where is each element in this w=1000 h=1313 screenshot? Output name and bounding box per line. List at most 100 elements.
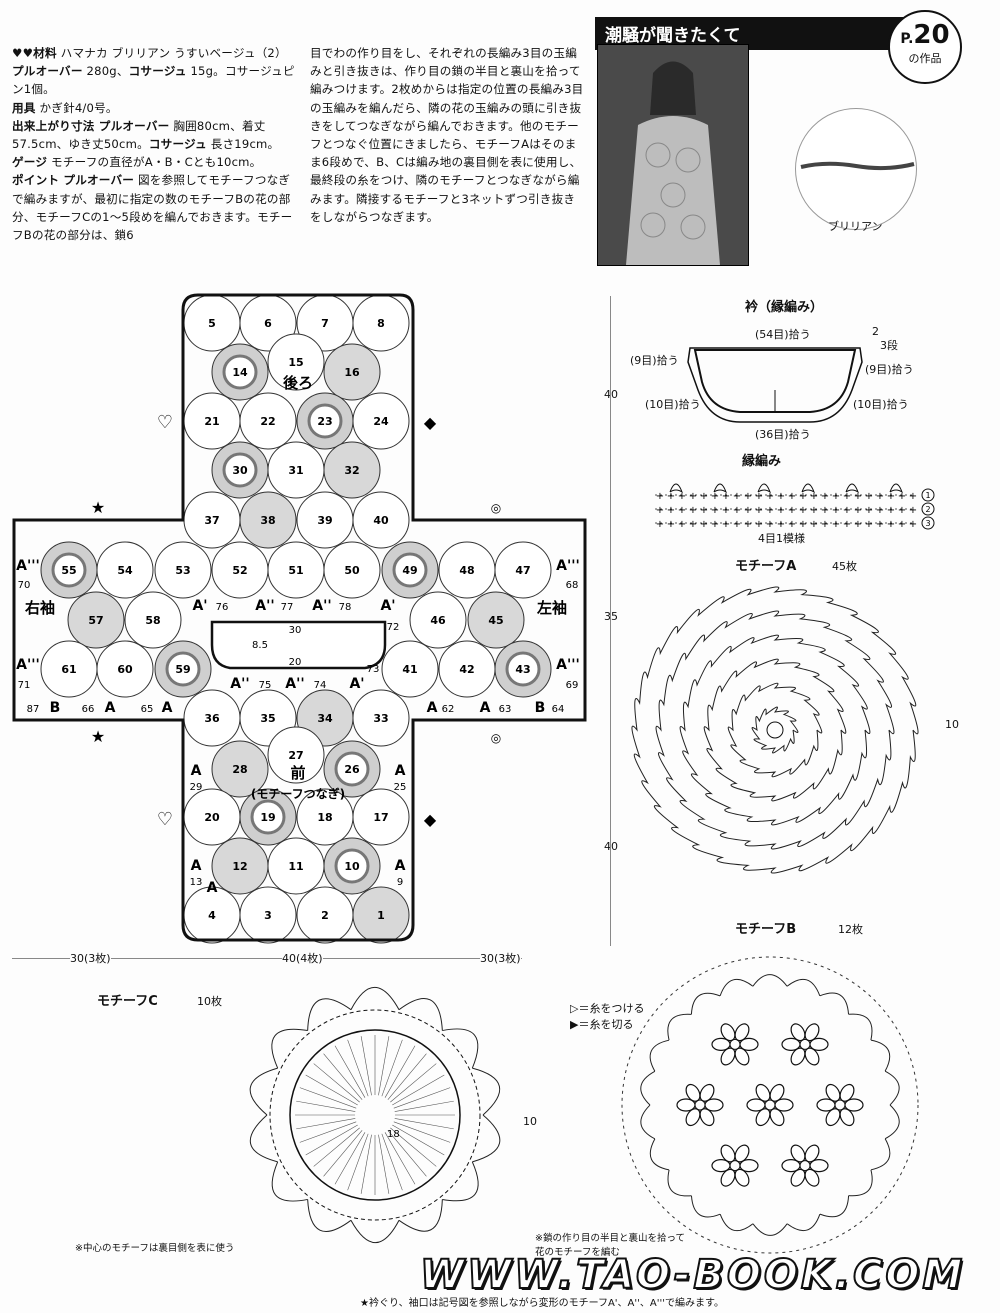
heart-symbol-bottom: ♡ (157, 809, 173, 830)
flower-center (764, 1099, 776, 1111)
back-label: 後ろ (282, 374, 313, 392)
motif-b-scallop (690, 992, 721, 1015)
motif-60: 60 (96, 640, 154, 698)
motif-number: 57 (88, 614, 103, 627)
motif-c-spoke (305, 1124, 358, 1156)
note-center: ※中心のモチーフは裏目側を表に使う (75, 1243, 235, 1254)
edging-chart: ++++++++++++++++++++++++3+++++++++++++++… (655, 483, 935, 530)
edge-label: 68 (566, 580, 579, 591)
motif-c-spoke (299, 1121, 357, 1143)
neck-bottom-label: 20 (289, 657, 302, 668)
motif-5: 5 (183, 294, 241, 352)
motif-32: 32 (323, 441, 381, 499)
motif-c-dim: 10 (523, 1115, 537, 1128)
motif-circle (352, 392, 410, 450)
stitch-mark: + (766, 519, 774, 530)
motif-circle (323, 343, 381, 401)
motif-11: 11 (267, 837, 325, 895)
stitch-mark: + (821, 519, 829, 530)
edge-label: 75 (259, 680, 272, 691)
double-circle-top: ◎ (491, 501, 501, 515)
motif-number: 18 (317, 811, 332, 824)
motif-circle (239, 886, 297, 944)
stitch-mark: + (821, 491, 829, 502)
motif-b-scallop (884, 1070, 900, 1106)
edge-label: B (535, 700, 546, 716)
motif-b-scallop (884, 1104, 900, 1140)
edge-label: A'' (255, 598, 274, 614)
edge-label: A''' (16, 558, 40, 574)
page-badge-prefix: P. (900, 31, 914, 47)
stitch-mark: + (876, 519, 884, 530)
stitch-mark: + (832, 519, 840, 530)
stitch-mark: + (766, 505, 774, 516)
motif-number: 17 (373, 811, 388, 824)
motif-number: 48 (459, 564, 474, 577)
gauge-label: ゲージ (12, 155, 48, 170)
motif-circle (154, 541, 212, 599)
motif-number: 34 (317, 712, 333, 725)
picot-mark (713, 483, 728, 494)
motif-number: 8 (377, 317, 385, 330)
motif-number: 52 (232, 564, 247, 577)
flower-center (834, 1099, 846, 1111)
corsage-size-value: 長さ19cm。 (206, 137, 280, 152)
stitch-mark: + (788, 519, 796, 530)
motif-c-rings: 18 (249, 986, 501, 1244)
stitch-mark: + (909, 491, 917, 502)
motif-number: 50 (344, 564, 360, 577)
corsage-label: コサージュ (128, 64, 187, 79)
stitch-mark: + (667, 505, 675, 516)
motif-45: 45 (467, 591, 525, 649)
stitch-mark: + (876, 491, 884, 502)
edge-label: A' (380, 598, 395, 614)
stitch-mark: + (854, 505, 862, 516)
stitch-mark: + (733, 505, 741, 516)
edge-label: A''' (556, 657, 580, 673)
stitch-mark: + (678, 491, 686, 502)
collar-diagram (687, 347, 863, 423)
collar-label-9-left: (9目)拾う (630, 354, 679, 367)
dim-bottom-center: 40(4枚) (282, 950, 323, 966)
dim-right-40-bottom: 40 (604, 840, 618, 853)
motif-b-scallop (848, 1169, 873, 1197)
stitch-mark: + (810, 519, 818, 530)
motif-c-scallop (398, 1199, 443, 1232)
stitch-mark: + (744, 505, 752, 516)
motif-a-chart (631, 586, 919, 874)
motif-number: 19 (260, 811, 275, 824)
motif-c-spoke (313, 1063, 360, 1103)
heart-symbol-top: ♡ (157, 412, 173, 433)
motif-circle (381, 640, 439, 698)
edge-label: 76 (216, 602, 229, 613)
star-symbol-top: ★ (91, 498, 105, 517)
motif-c-chart: 18 (249, 986, 501, 1244)
stitch-mark: + (755, 505, 763, 516)
motif-circle (211, 740, 269, 798)
stitch-mark: + (854, 491, 862, 502)
edge-label: A (395, 858, 406, 874)
motif-33: 33 (352, 689, 410, 747)
stitch-mark: + (909, 505, 917, 516)
motif-number: 58 (145, 614, 160, 627)
motif-b-scallop (667, 1013, 692, 1041)
motif-number: 5 (208, 317, 216, 330)
motif-c-spoke (323, 1053, 363, 1100)
edge-label: 72 (387, 622, 400, 633)
motif-c-spoke (313, 1127, 360, 1167)
picot-mark (845, 483, 860, 494)
motif-20: 20 (183, 788, 241, 846)
motif-1: 1 (352, 886, 410, 944)
edge-label: A'' (230, 676, 249, 692)
motif-50: 50 (323, 541, 381, 599)
edge-label: B (50, 700, 61, 716)
motif-16: 16 (323, 343, 381, 401)
motif-number: 31 (288, 464, 303, 477)
stitch-mark: + (711, 519, 719, 530)
motif-number: 61 (61, 663, 76, 676)
motif-b-scallop (870, 1138, 891, 1171)
motif-21: 21 (183, 392, 241, 450)
stitch-mark: + (744, 519, 752, 530)
motif-b-scallop (719, 1214, 754, 1232)
edge-label: A'' (285, 676, 304, 692)
